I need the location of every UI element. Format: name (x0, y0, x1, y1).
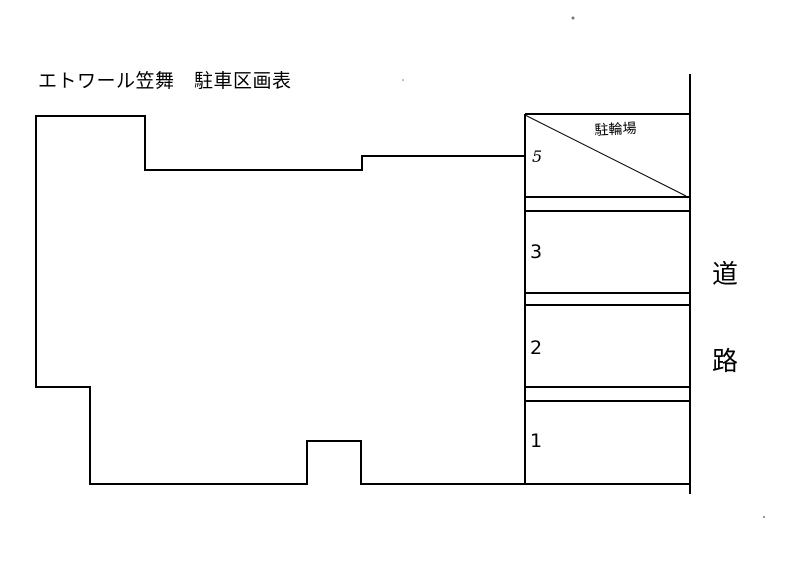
slot-3-number: 3 (530, 241, 543, 263)
slot-2-number: 2 (530, 337, 543, 359)
slot-5-number: 5 (532, 147, 543, 166)
bike-parking-label: 駐輪場 (594, 120, 637, 139)
road-label-char-1: 道 (712, 260, 739, 290)
building-outline (35, 115, 525, 485)
bike-parking-diagonal (524, 114, 687, 197)
scan-speck (402, 79, 404, 81)
slot-1-number: 1 (530, 430, 543, 452)
road-label-char-2: 路 (712, 347, 739, 377)
scan-speck (571, 16, 575, 20)
scan-speck (763, 516, 765, 518)
page-title: エトワール笠舞 駐車区画表 (38, 70, 292, 92)
